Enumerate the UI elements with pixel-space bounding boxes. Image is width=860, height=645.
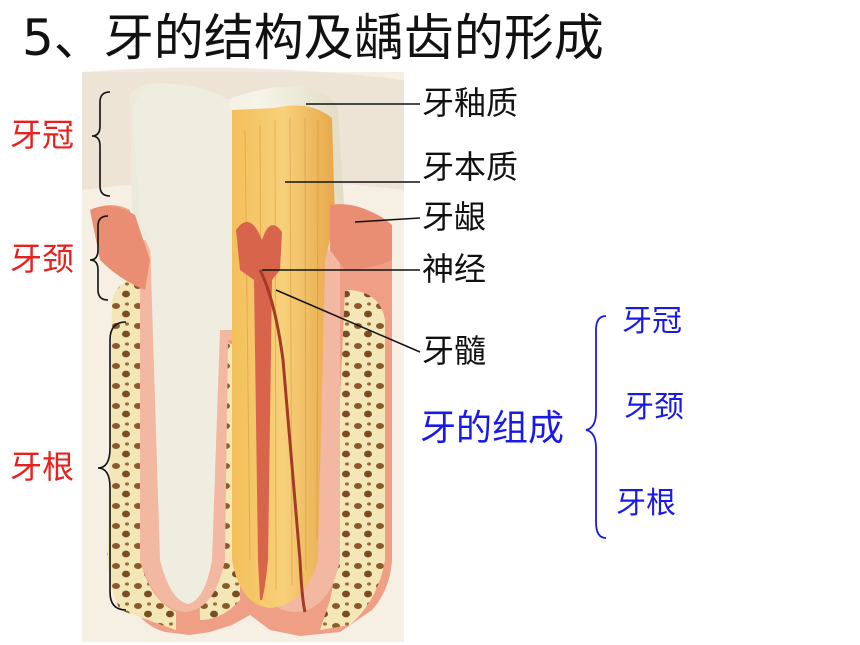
label-dentin: 牙本质 bbox=[422, 148, 519, 186]
page-title: 5、牙的结构及龋齿的形成 bbox=[22, 9, 604, 67]
label-gum: 牙龈 bbox=[422, 198, 487, 236]
pointer-pulp bbox=[275, 289, 421, 353]
bracket-crown bbox=[91, 91, 111, 197]
label-neck: 牙颈 bbox=[10, 240, 75, 278]
bone-left bbox=[107, 278, 176, 630]
label-crown: 牙冠 bbox=[10, 116, 75, 154]
gum-left bbox=[90, 206, 150, 290]
composition-item-root: 牙根 bbox=[616, 486, 676, 521]
bracket-neck bbox=[89, 215, 109, 301]
pointer-gum bbox=[354, 217, 421, 223]
bracket-root bbox=[97, 321, 127, 611]
label-root: 牙根 bbox=[10, 448, 75, 486]
bone-right bbox=[320, 290, 385, 630]
tooth-left-section bbox=[132, 83, 232, 604]
label-pulp: 牙髓 bbox=[422, 332, 487, 370]
nerve-strand bbox=[258, 269, 307, 613]
composition-item-neck: 牙颈 bbox=[624, 390, 684, 425]
composition-item-crown: 牙冠 bbox=[622, 304, 682, 339]
bracket-composition bbox=[585, 315, 607, 539]
label-nerve: 神经 bbox=[422, 250, 487, 288]
composition-heading: 牙的组成 bbox=[420, 408, 565, 449]
label-enamel: 牙釉质 bbox=[422, 84, 519, 122]
pulp-chamber bbox=[236, 222, 282, 600]
